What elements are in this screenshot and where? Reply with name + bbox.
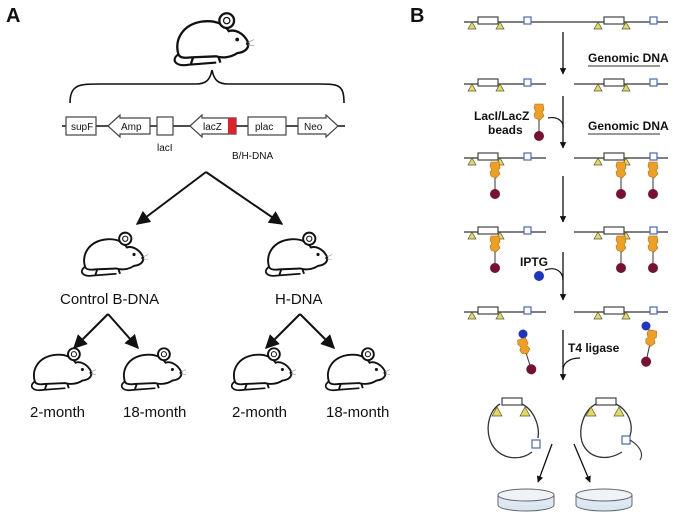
control-young-label: 2-month [30, 404, 85, 421]
iptg-label: IPTG [520, 255, 548, 269]
right-plasmid-circle [580, 397, 643, 461]
arrow-control-young [73, 313, 109, 349]
insert-marker [228, 118, 236, 134]
hdna-old-mouse-icon [324, 347, 390, 392]
arrow-to-left-dish [536, 443, 553, 483]
supf-label: supF [71, 122, 93, 133]
control-young-mouse-icon [30, 347, 96, 392]
genomic-dna-label-2: Genomic DNA [588, 119, 669, 133]
bead-join-curve [547, 117, 564, 129]
arrow-hdna-young [265, 313, 301, 349]
plac-label: plac [255, 122, 273, 133]
control-old-mouse-icon [120, 347, 186, 392]
iptg-join-curve [544, 268, 564, 281]
row2-fragments [464, 78, 668, 92]
arrow-hdna-old [299, 313, 335, 349]
hdna-young-label: 2-month [232, 404, 287, 421]
right-petri-dish-icon [575, 488, 633, 512]
row5-released [464, 306, 668, 377]
amp-arrow [107, 113, 151, 139]
arrow-to-hdna [205, 171, 284, 225]
hdna-group-label: H-DNA [275, 291, 323, 308]
free-bead-icon [533, 103, 545, 142]
row4-bead-bound [464, 226, 668, 274]
top-mouse-icon [173, 12, 254, 67]
ligase-label: T4 ligase [568, 341, 620, 355]
control-group-label: Control B-DNA [60, 291, 159, 308]
hdna-old-label: 18-month [326, 404, 389, 421]
neo-label: Neo [304, 122, 323, 133]
beads-label-line2: beads [488, 123, 523, 137]
amp-label: Amp [121, 122, 142, 133]
control-old-label: 18-month [123, 404, 186, 421]
iptg-molecule-icon [534, 271, 544, 281]
insert-label: B/H-DNA [232, 151, 273, 162]
row3-bead-bound [464, 152, 668, 200]
supf-box [65, 116, 97, 136]
left-plasmid-circle [487, 397, 541, 459]
beads-label-line1: LacI/LacZ [474, 109, 529, 123]
control-mouse-icon [80, 231, 148, 277]
curly-brace [69, 69, 345, 104]
laci-label: lacI [157, 143, 173, 154]
arrow-to-right-dish [573, 443, 591, 483]
hdna-mouse-icon [264, 231, 332, 277]
hdna-young-mouse-icon [230, 347, 296, 392]
plac-box [247, 116, 287, 136]
lacz-label: lacZ [203, 122, 222, 133]
row1-genomic-strand [464, 16, 668, 30]
genomic-dna-label-1: Genomic DNA [588, 51, 669, 65]
panel-a-label: A [6, 5, 20, 27]
arrow-control-old [107, 313, 139, 350]
neo-arrow [297, 113, 339, 139]
ligase-join-curve [562, 357, 581, 371]
laci-box [156, 116, 174, 136]
arrow-to-control [135, 171, 207, 225]
left-petri-dish-icon [497, 488, 555, 512]
panel-b-label: B [410, 5, 424, 27]
